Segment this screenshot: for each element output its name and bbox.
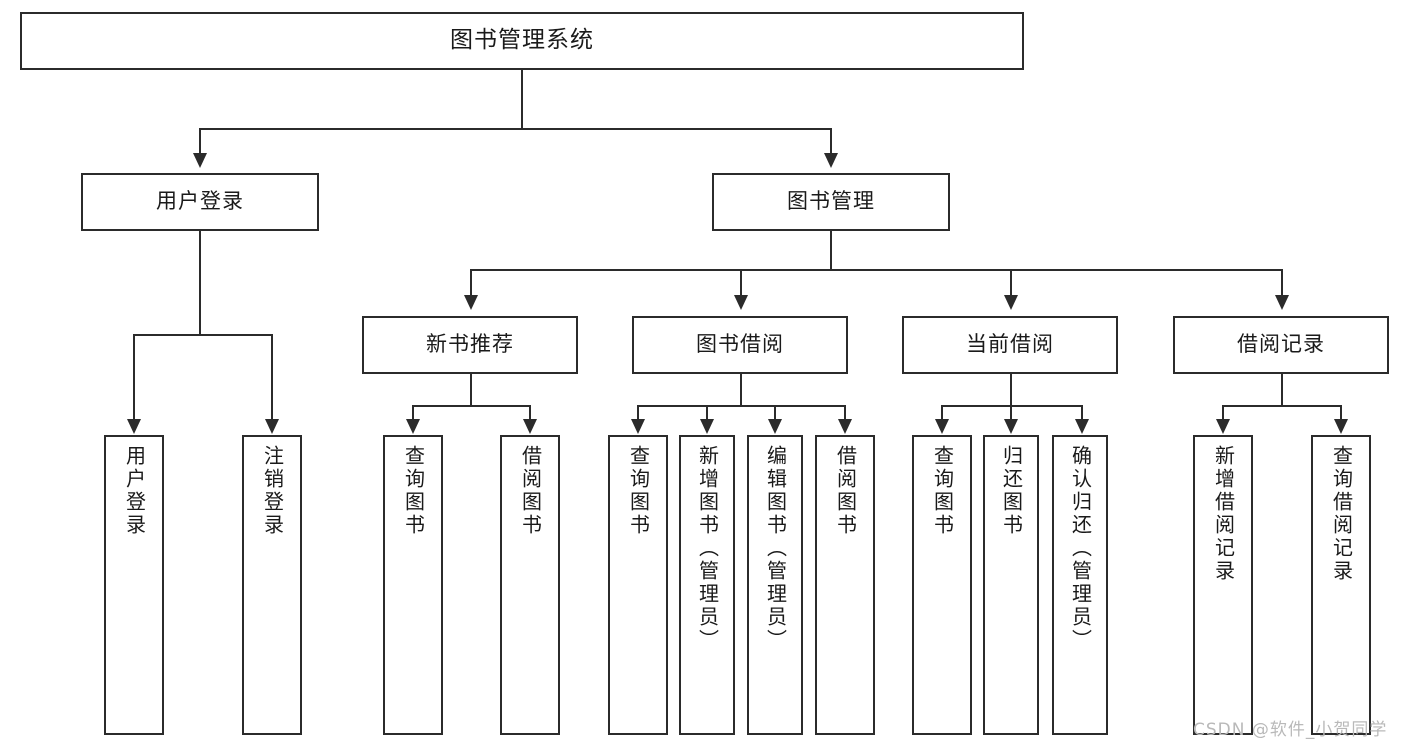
arrow-to-leaf-logout <box>265 419 279 434</box>
connector-current-borrow-drop-2 <box>1010 405 1012 421</box>
connector-new-book-drop-2 <box>529 405 531 421</box>
leaf-label: 借阅图书 <box>518 445 543 537</box>
connector-user-login-drop-2 <box>271 334 273 421</box>
leaf-add-book[interactable]: 新增图书（管理员） <box>679 435 735 735</box>
node-current-borrow[interactable]: 当前借阅 <box>902 316 1118 374</box>
connector-borrow-record-drop-2 <box>1340 405 1342 421</box>
connector-user-login-stem <box>199 231 201 335</box>
connector-book-manage-drop-3 <box>1010 269 1012 297</box>
connector-book-manage-bar <box>470 269 1281 271</box>
leaf-user-login[interactable]: 用户登录 <box>104 435 164 735</box>
connector-root-stem <box>521 70 523 129</box>
node-borrow-record[interactable]: 借阅记录 <box>1173 316 1389 374</box>
node-label: 当前借阅 <box>966 332 1054 357</box>
node-root-book-management-system[interactable]: 图书管理系统 <box>20 12 1024 70</box>
connector-borrow-record-stem <box>1281 374 1283 406</box>
leaf-label: 新增图书（管理员） <box>695 445 720 652</box>
arrow-to-leaf-user-login <box>127 419 141 434</box>
connector-book-borrow-stem <box>740 374 742 406</box>
leaf-label: 查询图书 <box>930 445 955 537</box>
arrow-to-book-borrow <box>734 295 748 310</box>
node-label: 图书管理系统 <box>450 27 594 54</box>
leaf-label: 查询图书 <box>401 445 426 537</box>
arrow-to-leaf-confirm-return <box>1075 419 1089 434</box>
connector-current-borrow-drop-3 <box>1081 405 1083 421</box>
leaf-query-record[interactable]: 查询借阅记录 <box>1311 435 1371 735</box>
connector-current-borrow-stem <box>1010 374 1012 406</box>
connector-book-manage-drop-2 <box>740 269 742 297</box>
watermark-csdn: CSDN @软件_小贺同学 <box>1193 720 1388 740</box>
connector-new-book-stem <box>470 374 472 406</box>
leaf-add-record[interactable]: 新增借阅记录 <box>1193 435 1253 735</box>
arrow-to-leaf-add-book <box>700 419 714 434</box>
node-label: 图书借阅 <box>696 332 784 357</box>
connector-book-borrow-drop-2 <box>706 405 708 421</box>
node-user-login[interactable]: 用户登录 <box>81 173 319 231</box>
leaf-query-book-2[interactable]: 查询图书 <box>608 435 668 735</box>
connector-book-borrow-drop-1 <box>637 405 639 421</box>
connector-book-borrow-bar <box>637 405 845 407</box>
leaf-confirm-return[interactable]: 确认归还（管理员） <box>1052 435 1108 735</box>
arrow-to-leaf-add-record <box>1216 419 1230 434</box>
connector-book-manage-drop-1 <box>470 269 472 297</box>
leaf-label: 借阅图书 <box>833 445 858 537</box>
leaf-label: 编辑图书（管理员） <box>763 445 788 652</box>
leaf-borrow-book-2[interactable]: 借阅图书 <box>815 435 875 735</box>
connector-current-borrow-drop-1 <box>941 405 943 421</box>
connector-new-book-drop-1 <box>412 405 414 421</box>
arrow-to-book-manage <box>824 153 838 168</box>
leaf-label: 用户登录 <box>122 445 147 537</box>
leaf-label: 归还图书 <box>999 445 1024 537</box>
leaf-label: 查询图书 <box>626 445 651 537</box>
arrow-to-leaf-query-book-3 <box>935 419 949 434</box>
node-book-manage[interactable]: 图书管理 <box>712 173 950 231</box>
connector-book-manage-drop-4 <box>1281 269 1283 297</box>
arrow-to-leaf-edit-book <box>768 419 782 434</box>
arrow-to-leaf-query-book-1 <box>406 419 420 434</box>
connector-root-left-drop <box>199 128 201 156</box>
connector-user-login-bar <box>133 334 273 336</box>
connector-book-manage-stem <box>830 231 832 270</box>
arrow-to-leaf-borrow-book-2 <box>838 419 852 434</box>
leaf-label: 新增借阅记录 <box>1211 445 1236 583</box>
node-label: 用户登录 <box>156 189 244 214</box>
leaf-label: 确认归还（管理员） <box>1068 445 1093 652</box>
arrow-to-user-login <box>193 153 207 168</box>
connector-root-right-drop <box>830 128 832 156</box>
connector-user-login-drop-1 <box>133 334 135 421</box>
connector-borrow-record-bar <box>1222 405 1340 407</box>
connector-new-book-bar <box>412 405 530 407</box>
node-label: 借阅记录 <box>1237 332 1325 357</box>
node-label: 新书推荐 <box>426 332 514 357</box>
connector-book-borrow-drop-4 <box>844 405 846 421</box>
leaf-logout[interactable]: 注销登录 <box>242 435 302 735</box>
arrow-to-leaf-query-record <box>1334 419 1348 434</box>
connector-root-bar <box>199 128 831 130</box>
leaf-label: 注销登录 <box>260 445 285 537</box>
node-new-book-recommend[interactable]: 新书推荐 <box>362 316 578 374</box>
leaf-borrow-book-1[interactable]: 借阅图书 <box>500 435 560 735</box>
leaf-return-book[interactable]: 归还图书 <box>983 435 1039 735</box>
arrow-to-leaf-return-book <box>1004 419 1018 434</box>
node-label: 图书管理 <box>787 189 875 214</box>
leaf-label: 查询借阅记录 <box>1329 445 1354 583</box>
connector-book-borrow-drop-3 <box>774 405 776 421</box>
connector-borrow-record-drop-1 <box>1222 405 1224 421</box>
leaf-query-book-1[interactable]: 查询图书 <box>383 435 443 735</box>
leaf-query-book-3[interactable]: 查询图书 <box>912 435 972 735</box>
arrow-to-leaf-query-book-2 <box>631 419 645 434</box>
node-book-borrow[interactable]: 图书借阅 <box>632 316 848 374</box>
arrow-to-new-book-recommend <box>464 295 478 310</box>
leaf-edit-book[interactable]: 编辑图书（管理员） <box>747 435 803 735</box>
arrow-to-borrow-record <box>1275 295 1289 310</box>
arrow-to-current-borrow <box>1004 295 1018 310</box>
arrow-to-leaf-borrow-book-1 <box>523 419 537 434</box>
